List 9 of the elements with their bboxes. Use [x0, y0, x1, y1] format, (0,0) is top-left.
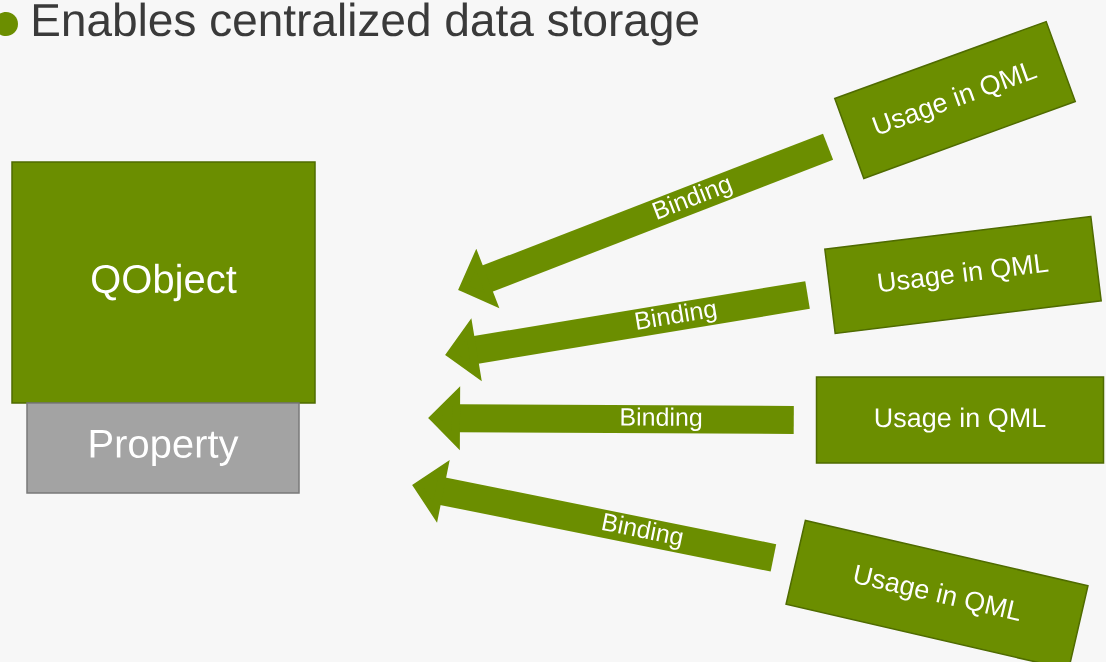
- edge-label: Binding: [621, 407, 702, 432]
- edge-label: Binding: [602, 513, 683, 550]
- usage-box: Usage in QML: [785, 519, 1089, 662]
- edge-label: Binding: [651, 178, 733, 220]
- property-box: Property: [26, 402, 300, 494]
- edge-label: Binding: [635, 303, 717, 330]
- object-box: QObject: [11, 161, 316, 404]
- slide-title: Enables centralized data storage: [34, 2, 698, 46]
- usage-box: Usage in QML: [815, 376, 1105, 464]
